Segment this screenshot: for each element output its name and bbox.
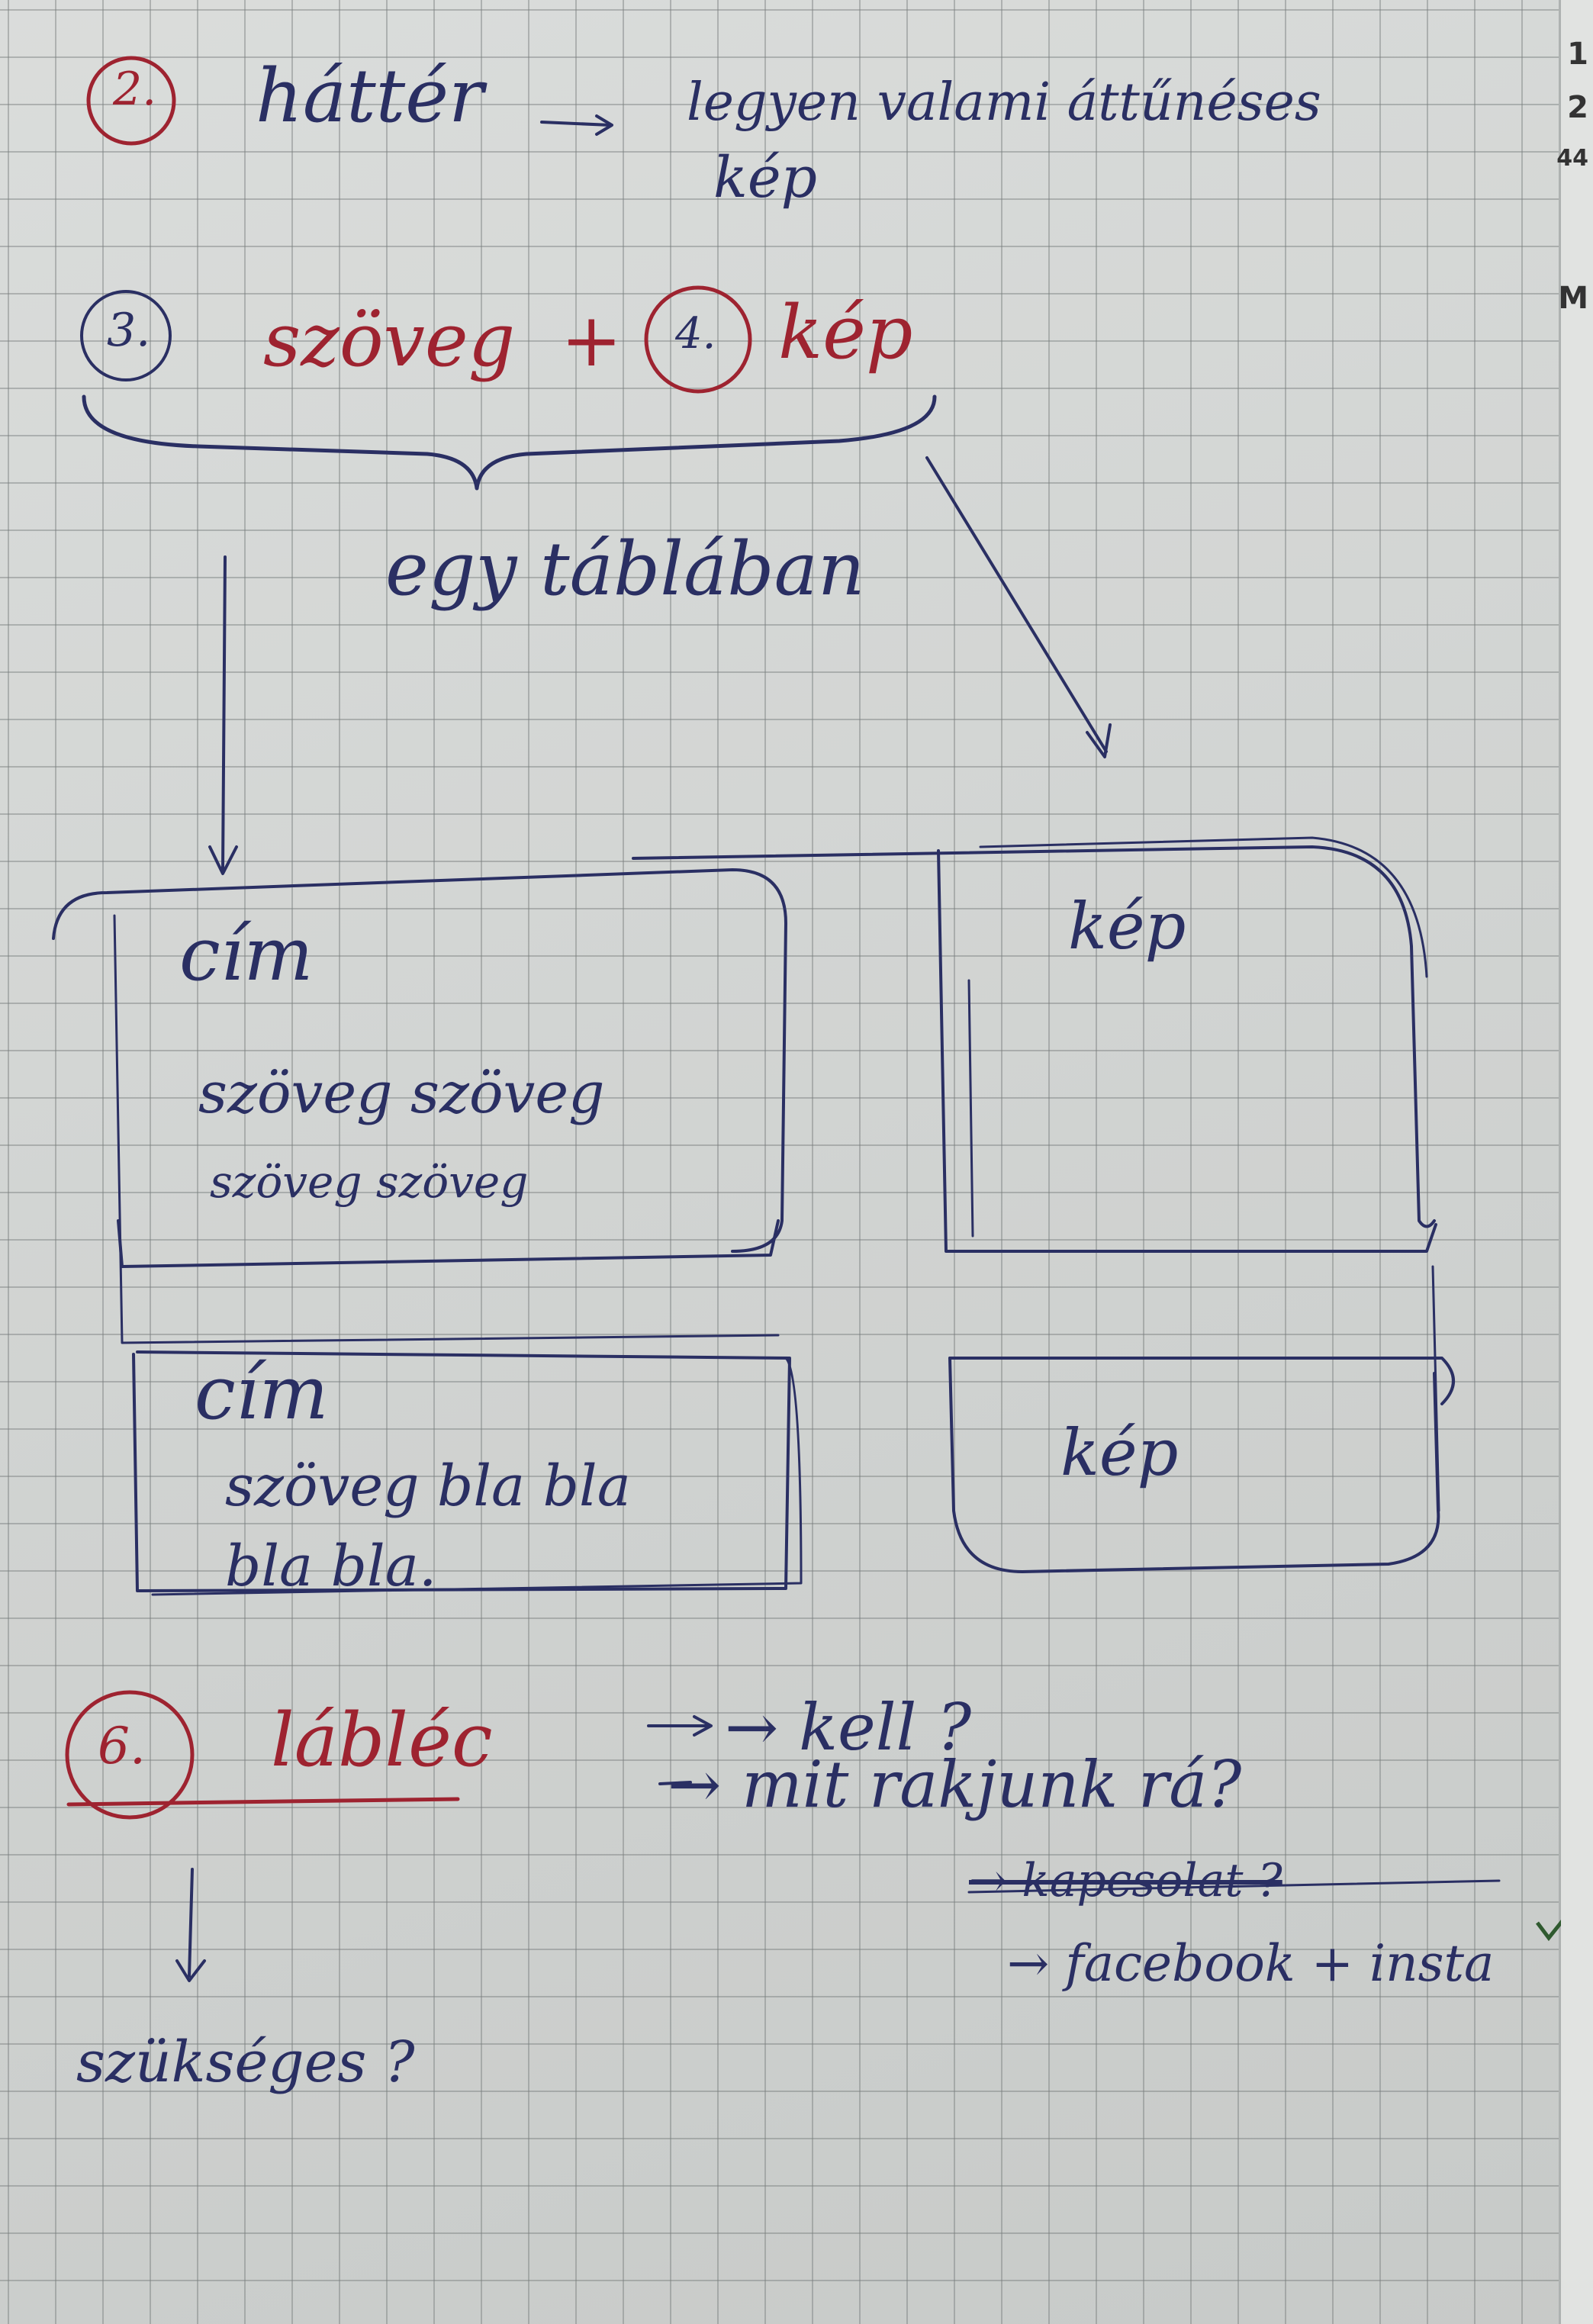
arrow-left [221, 555, 227, 871]
circle-4 [644, 285, 752, 394]
left-bottom-line2: bla bla. [225, 1534, 437, 1599]
sketch-drawing [52, 56, 1561, 1982]
arrow-2 [540, 121, 612, 127]
check-mark [1536, 1919, 1561, 1942]
section-2-note-line2: kép [713, 145, 818, 211]
section-6-number: 6. [98, 1717, 146, 1775]
edge-number: 2 [1567, 90, 1588, 125]
underline-6 [66, 1797, 460, 1807]
arrow-q2 [658, 1781, 692, 1785]
left-top-box-bottom [117, 1219, 780, 1268]
arrow-left-head [208, 845, 238, 875]
brace-note: egy táblában [385, 526, 865, 612]
section-2-number: 2. [113, 63, 157, 116]
plus-sign: + [561, 298, 623, 383]
section-3-number: 3. [107, 304, 151, 357]
section-3-label: szöveg [263, 298, 516, 383]
right-bottom-label: kép [1060, 1415, 1179, 1490]
footer-question-2: → mit rakjunk rá? [668, 1747, 1242, 1822]
right-top-label: kép [1068, 889, 1186, 964]
section-4-label: kép [778, 290, 913, 375]
arrow-right [925, 456, 1108, 753]
footer-down-note: szükséges ? [76, 2029, 415, 2095]
arrow-2-head [595, 114, 613, 136]
left-top-line1: szöveg szöveg [198, 1061, 605, 1126]
circle-3 [80, 290, 172, 381]
footer-question-1: → kell ? [725, 1690, 972, 1765]
circle-6 [65, 1690, 195, 1820]
next-page-edge: 1 2 44 M [1556, 0, 1593, 2324]
left-top-title: cím [179, 912, 314, 997]
section-2-note-line1: legyen valami áttűnéses [687, 72, 1321, 133]
right-top-box [632, 845, 1436, 1228]
section-2-label: háttér [256, 53, 484, 139]
section-6-label: lábléc [271, 1698, 493, 1783]
arrow-down [188, 1868, 194, 1978]
left-bottom-box [132, 1350, 791, 1592]
left-top-line2: szöveg szöveg [210, 1156, 529, 1208]
left-bottom-title: cím [195, 1350, 329, 1436]
curly-brace [82, 394, 937, 491]
edge-number: M [1558, 281, 1588, 316]
left-bottom-line1: szöveg bla bla [225, 1453, 631, 1519]
arrow-right-head [1086, 723, 1112, 758]
edge-number: 44 [1556, 145, 1588, 172]
strike-line [967, 1879, 1501, 1894]
right-bottom-box [948, 1357, 1455, 1405]
edge-number: 1 [1567, 37, 1588, 72]
footer-option-struck: → kapcsolat ? [969, 1854, 1282, 1907]
circle-2 [86, 56, 176, 146]
footer-option-social: → facebook + insta [1007, 1934, 1495, 1993]
section-4-number: 4. [675, 309, 716, 359]
left-top-box [52, 868, 787, 1253]
